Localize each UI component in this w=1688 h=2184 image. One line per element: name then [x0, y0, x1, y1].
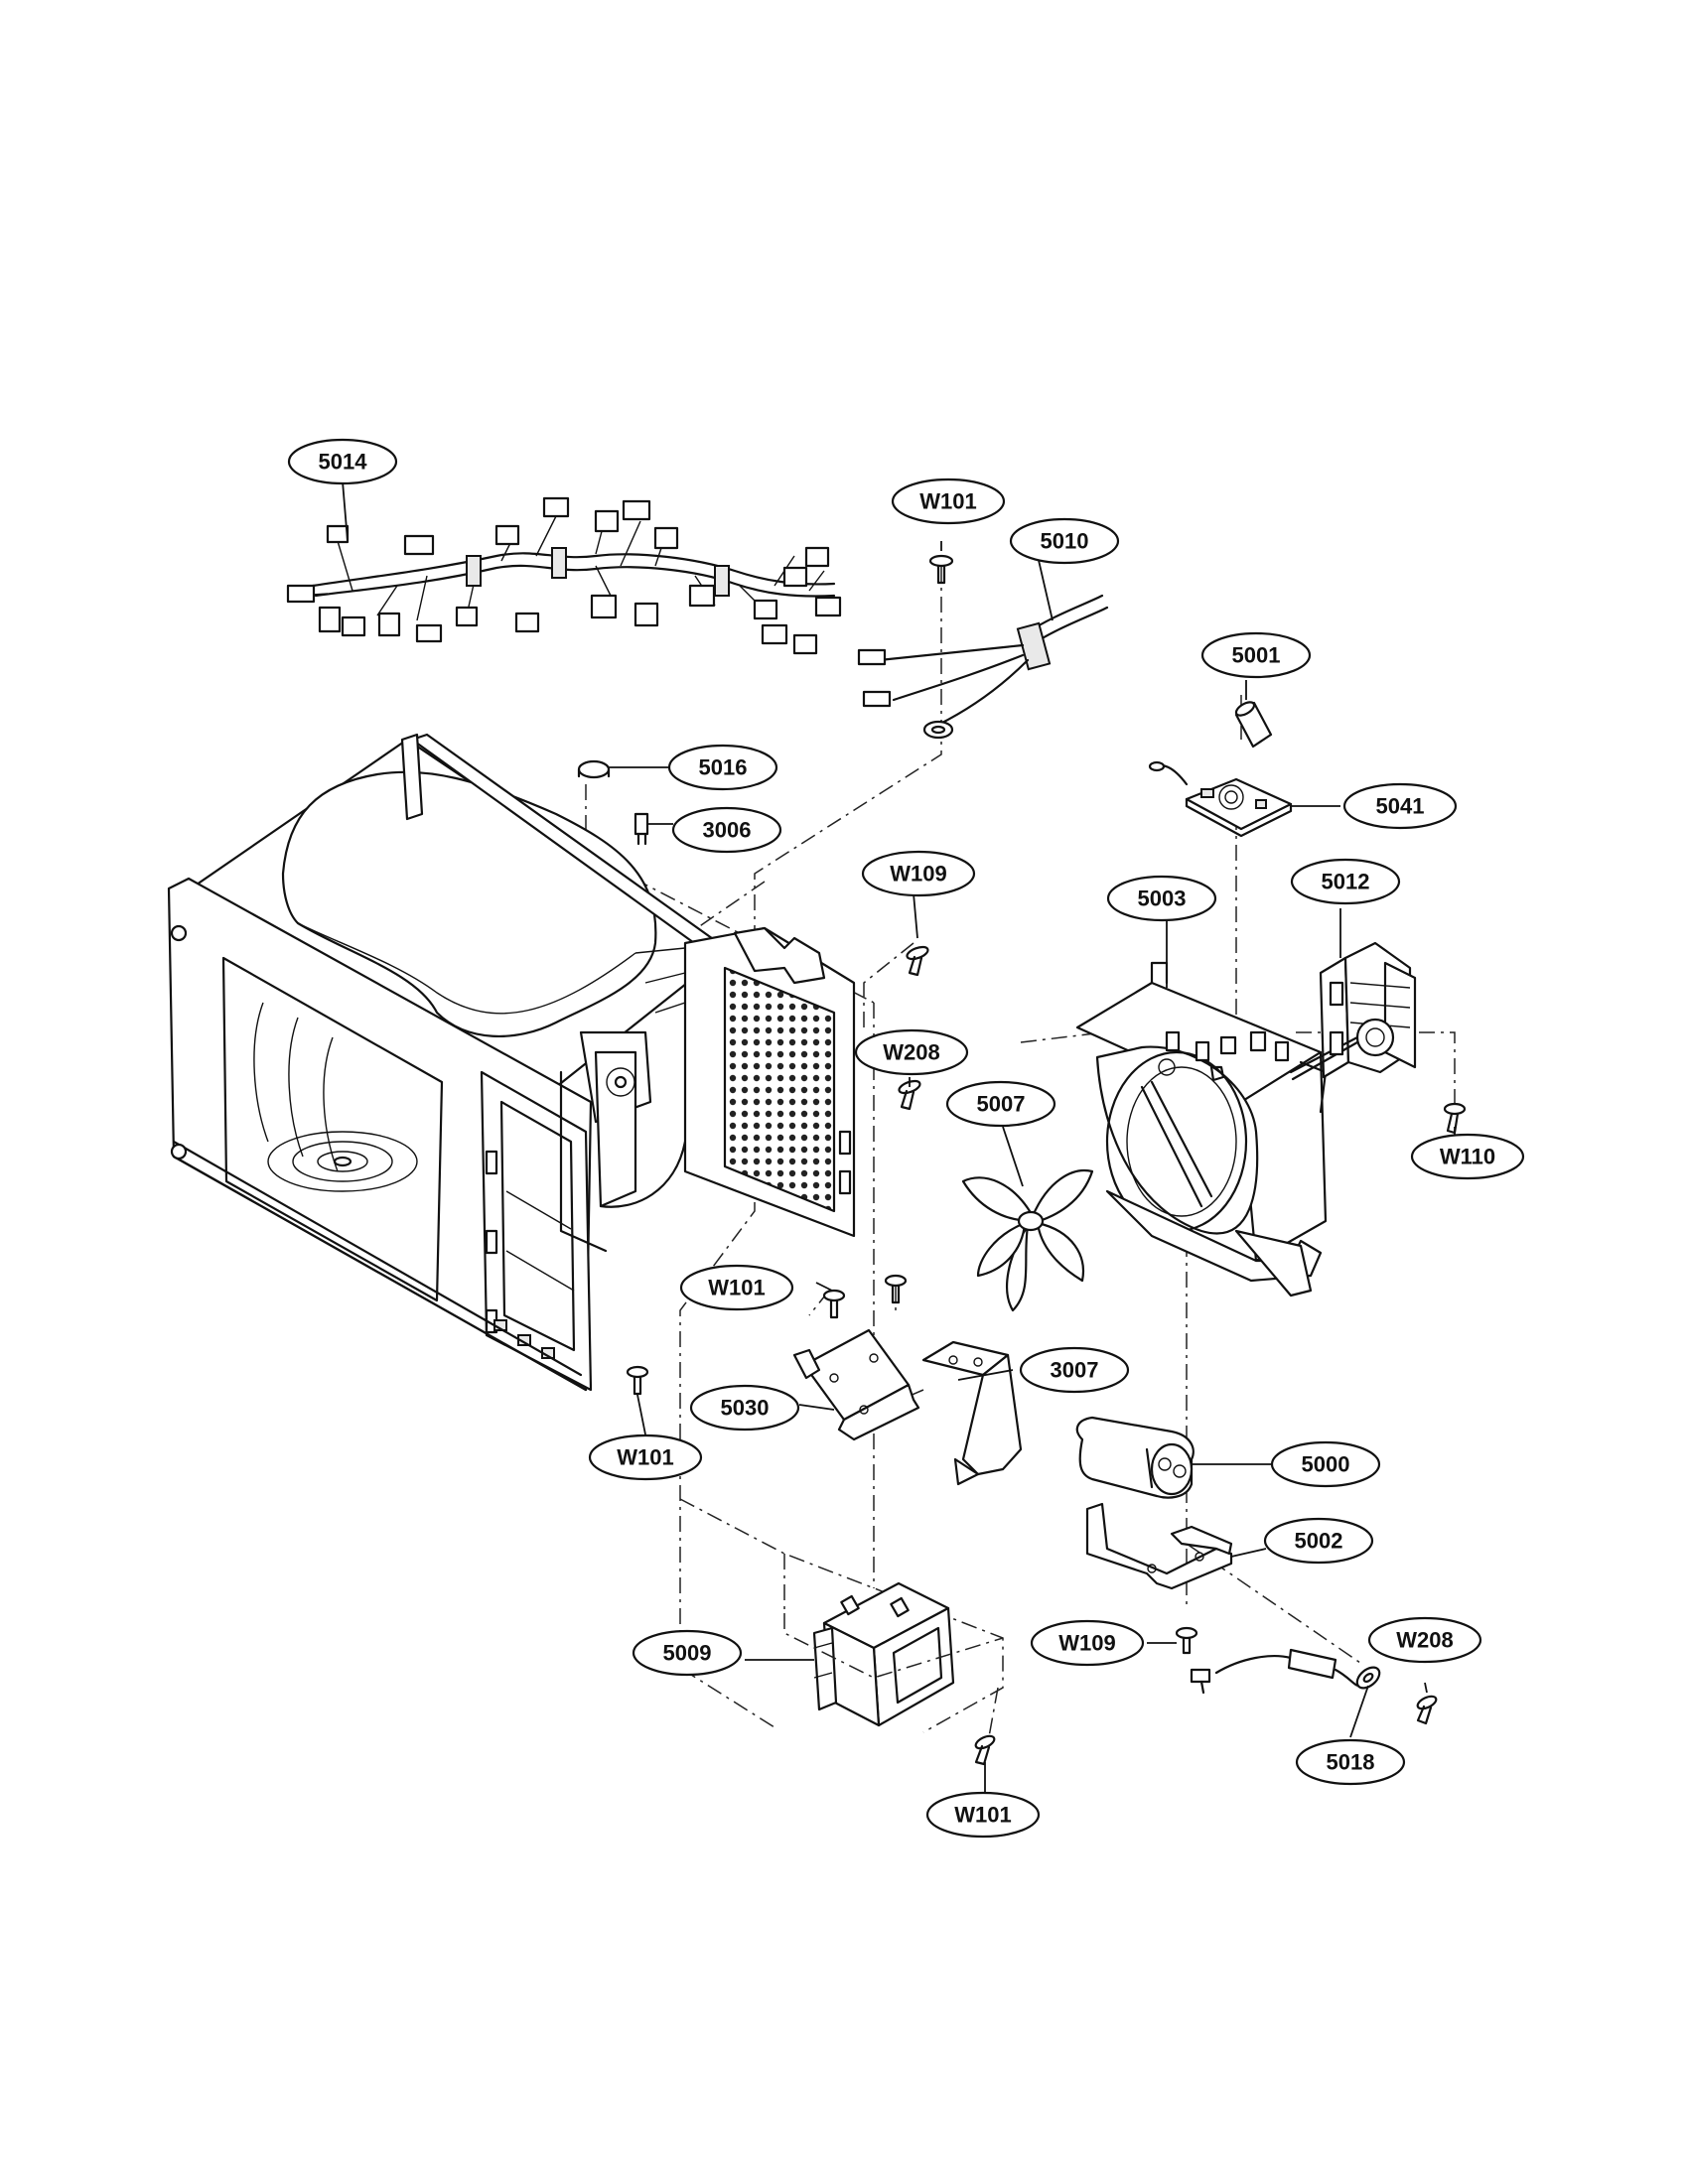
callout-label: 5041 — [1376, 794, 1425, 819]
callout-3006: 3006 — [671, 806, 782, 854]
callout-5014: 5014 — [287, 438, 398, 485]
callout-W110: W110 — [1410, 1133, 1525, 1180]
callout-label: W101 — [954, 1803, 1011, 1828]
bracket-5030 — [792, 1328, 920, 1441]
capacitor-5000 — [1075, 1416, 1195, 1499]
callout-5012: 5012 — [1290, 858, 1401, 905]
wire-harness-5014 — [286, 496, 842, 655]
callout-W208-bottom: W208 — [1367, 1616, 1482, 1664]
fuse-5001 — [1234, 701, 1273, 749]
callout-label: 5016 — [699, 755, 748, 780]
callout-5009: 5009 — [632, 1629, 743, 1677]
callout-W101-top: W101 — [891, 478, 1006, 525]
transformer-5009 — [783, 1581, 1004, 1727]
callout-5030: 5030 — [689, 1384, 800, 1432]
callout-label: W208 — [1396, 1628, 1453, 1653]
callout-label: 3006 — [703, 818, 752, 843]
wire-sensor-5018 — [1190, 1648, 1381, 1695]
callout-label: 5030 — [721, 1396, 770, 1421]
callout-label: 5001 — [1232, 643, 1281, 668]
callout-W101-mid: W101 — [679, 1264, 794, 1311]
cavity-frame — [167, 733, 856, 1392]
air-guide-5003 — [1075, 961, 1328, 1297]
callout-label: W101 — [919, 489, 976, 514]
callout-label: W109 — [1058, 1631, 1115, 1656]
callout-label: W208 — [883, 1040, 939, 1065]
callout-label: 5000 — [1302, 1452, 1350, 1477]
callout-5002: 5002 — [1263, 1517, 1374, 1565]
leader-lines — [342, 480, 1456, 1792]
callout-5016: 5016 — [667, 744, 778, 791]
callout-label: 3007 — [1051, 1358, 1099, 1383]
callout-5000: 5000 — [1270, 1440, 1381, 1488]
callout-3007: 3007 — [1019, 1346, 1130, 1394]
callout-5018: 5018 — [1295, 1738, 1406, 1786]
callout-label: 5007 — [977, 1092, 1026, 1117]
callout-5010: 5010 — [1009, 517, 1120, 565]
fuse-3006 — [633, 812, 649, 846]
fan-motor-5012 — [1289, 941, 1417, 1081]
noise-filter-board-5041 — [1148, 760, 1293, 838]
fan-blade-5007 — [961, 1169, 1094, 1312]
callout-label: 5018 — [1327, 1750, 1375, 1775]
callout-label: W101 — [708, 1276, 765, 1300]
callout-label: 5002 — [1295, 1529, 1343, 1554]
callout-W109-bottom: W109 — [1030, 1619, 1145, 1667]
callout-W101-left: W101 — [588, 1433, 703, 1481]
thermostat-5016 — [577, 759, 611, 779]
callout-5003: 5003 — [1106, 875, 1217, 922]
callout-5041: 5041 — [1342, 782, 1458, 830]
callout-W101-bottom: W101 — [925, 1791, 1041, 1839]
capacitor-bracket-5002 — [1085, 1502, 1233, 1590]
shield-plate-3007 — [921, 1340, 1023, 1486]
callout-label: 5014 — [319, 450, 368, 475]
callout-label: 5010 — [1041, 529, 1089, 554]
callout-label: 5003 — [1138, 887, 1187, 911]
callout-5001: 5001 — [1200, 631, 1312, 679]
callout-label: W109 — [890, 862, 946, 887]
callout-label: W110 — [1440, 1145, 1495, 1169]
callout-label: 5009 — [663, 1641, 712, 1666]
power-cord-5010 — [857, 594, 1109, 740]
callout-5007: 5007 — [945, 1080, 1056, 1128]
callout-label: 5012 — [1322, 870, 1370, 894]
callout-W208-top: W208 — [854, 1028, 969, 1076]
callout-label: W101 — [617, 1445, 673, 1470]
callout-W109-top: W109 — [861, 850, 976, 897]
